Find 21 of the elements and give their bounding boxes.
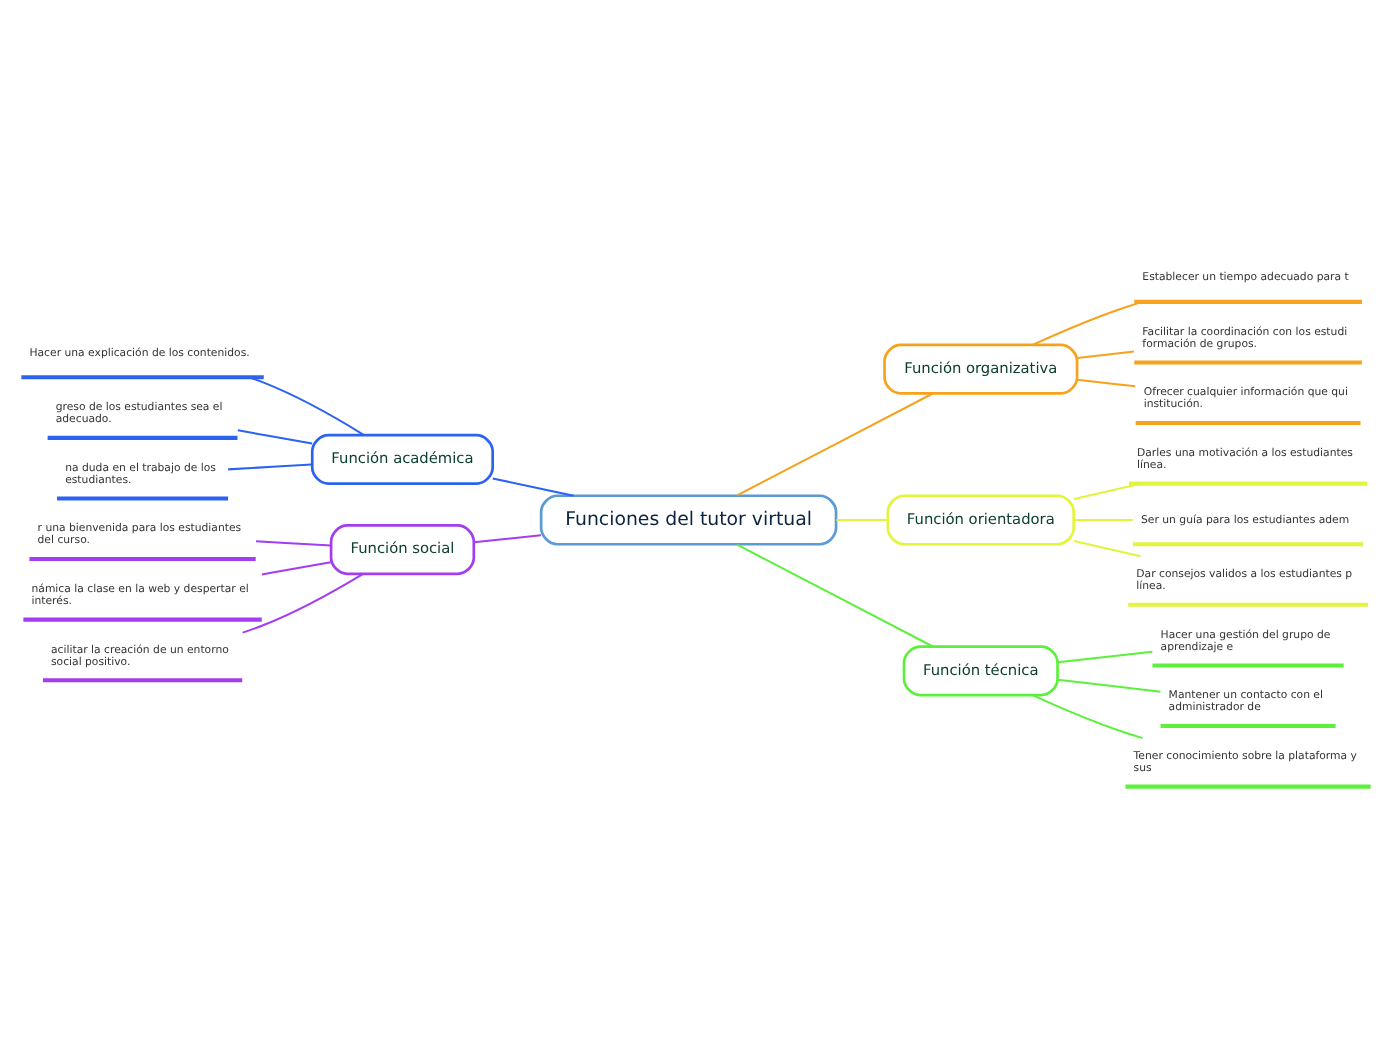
connector bbox=[1077, 350, 1135, 360]
connector bbox=[736, 392, 934, 497]
node-box: Funciones del tutor virtual bbox=[539, 494, 838, 546]
connector bbox=[1032, 694, 1143, 740]
connector bbox=[1073, 482, 1141, 500]
connector bbox=[1057, 650, 1153, 664]
connector bbox=[836, 519, 888, 521]
connector bbox=[261, 561, 331, 576]
connector bbox=[228, 463, 312, 471]
connector bbox=[242, 573, 364, 634]
connector bbox=[473, 534, 542, 544]
connector bbox=[1057, 678, 1161, 693]
connector bbox=[1077, 378, 1136, 388]
connector bbox=[736, 543, 934, 648]
connector bbox=[237, 429, 313, 445]
connector bbox=[1073, 519, 1133, 521]
connector bbox=[248, 376, 365, 436]
connector bbox=[492, 477, 574, 497]
connector bbox=[1032, 300, 1143, 346]
connector bbox=[1073, 540, 1141, 558]
connector bbox=[255, 540, 331, 547]
